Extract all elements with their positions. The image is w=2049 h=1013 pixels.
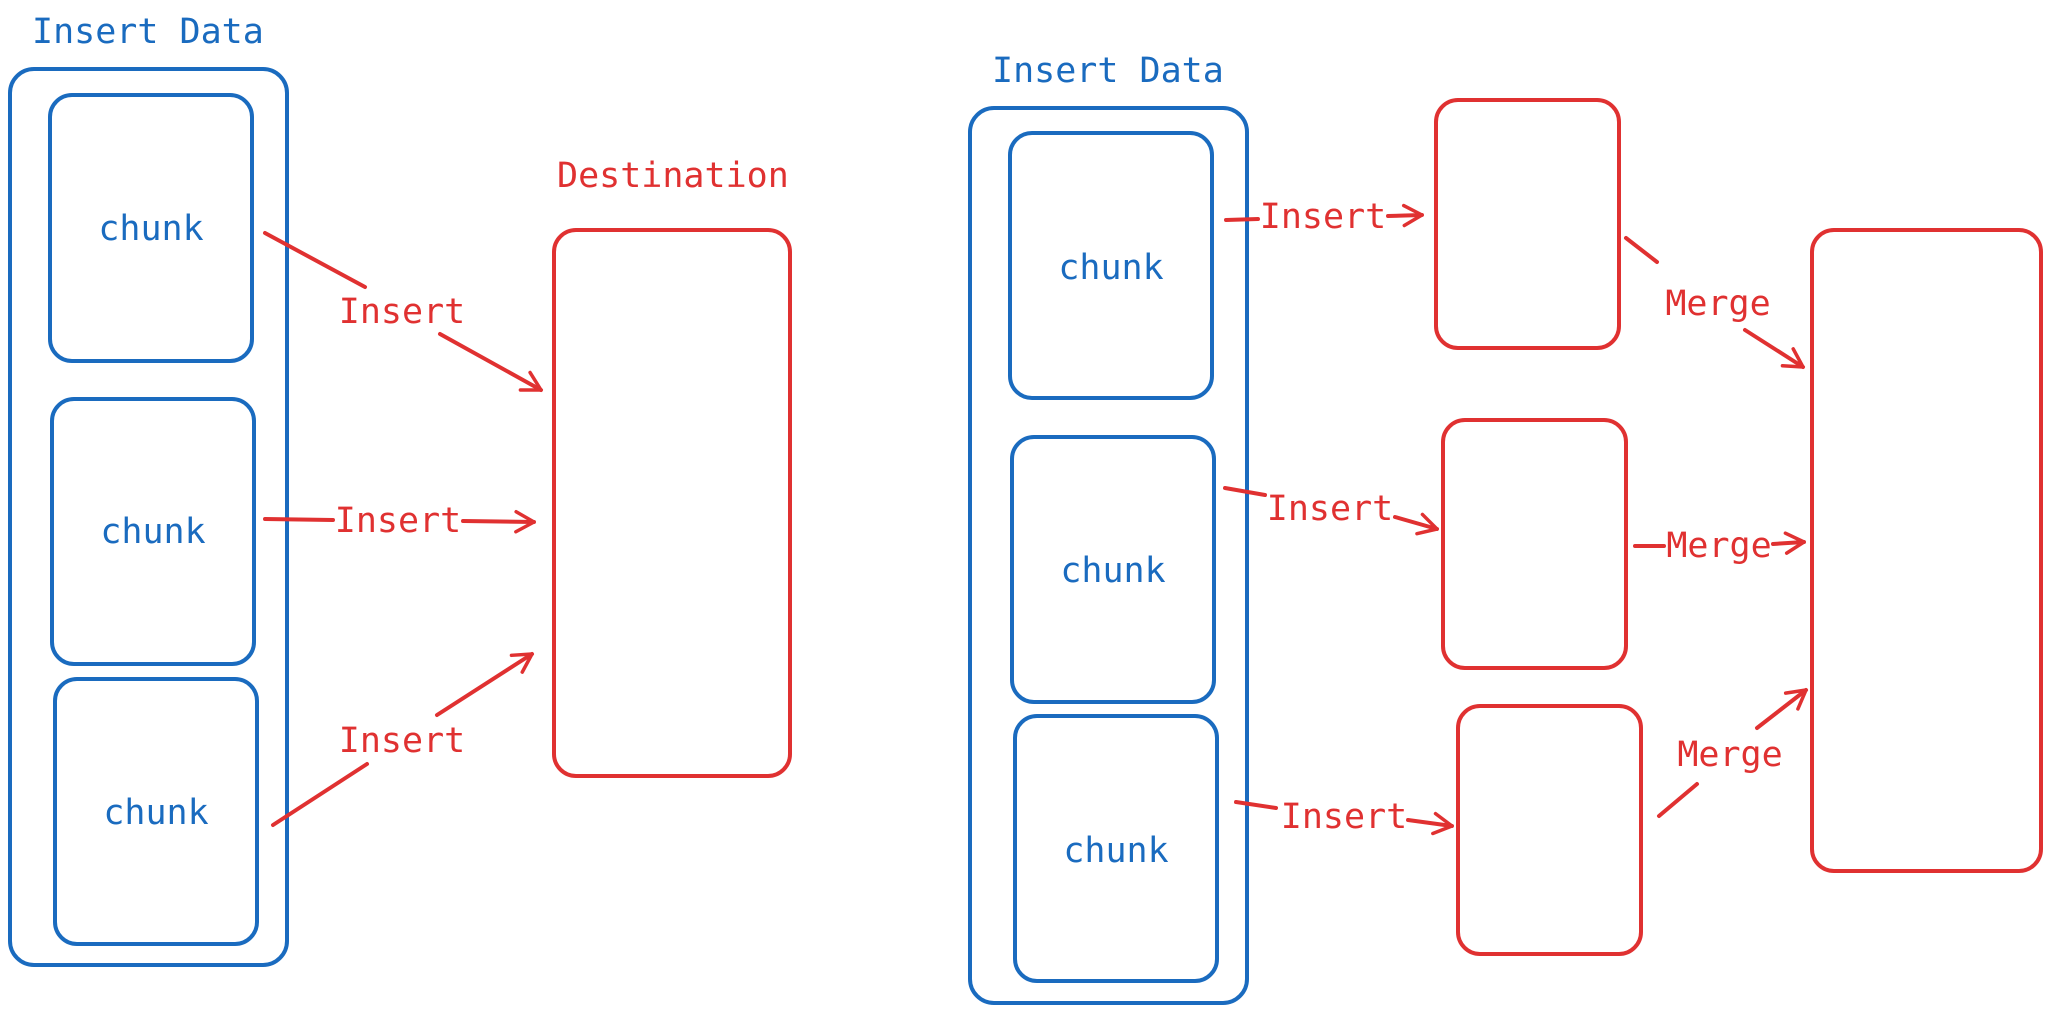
right-chunk-3-box xyxy=(1013,714,1219,983)
left-diagram: Insert Data chunk chunk chunk Destinatio… xyxy=(8,12,792,967)
merge-arrow-1-head xyxy=(1743,328,1805,369)
right-insert-data-container xyxy=(968,106,1249,1005)
merge-arrow-3-tail xyxy=(1657,782,1699,818)
right-insert-arrow-2-head xyxy=(1393,512,1439,536)
left-insert-arrow-1-tail xyxy=(263,231,367,289)
left-insert-arrow-2-head xyxy=(461,509,536,534)
merge-arrow-3-label: Merge xyxy=(1677,735,1782,775)
part-box-1 xyxy=(1434,98,1621,350)
left-chunk-1-box xyxy=(48,93,254,363)
left-chunk-3-box xyxy=(53,677,259,946)
left-chunk-1: chunk xyxy=(48,93,254,363)
left-chunk-1-label: chunk xyxy=(98,209,203,249)
right-insert-arrow-2: Insert xyxy=(1223,486,1439,536)
left-insert-arrow-2-label: Insert xyxy=(335,501,461,541)
destination-box xyxy=(552,228,792,778)
merged-destination-box xyxy=(1810,228,2043,873)
right-insert-arrow-1-label: Insert xyxy=(1260,197,1386,237)
right-chunk-3: chunk xyxy=(1013,714,1219,983)
left-insert-arrow-3-head xyxy=(435,652,534,717)
merge-arrow-1-label: Merge xyxy=(1665,284,1770,324)
right-chunk-3-label: chunk xyxy=(1063,831,1168,871)
left-insert-arrow-1: Insert xyxy=(263,231,543,392)
left-insert-arrow-2-tail xyxy=(263,517,335,522)
merge-arrow-2: Merge xyxy=(1633,526,1806,566)
merge-arrow-3-head xyxy=(1755,688,1808,730)
left-insert-arrow-3-tail xyxy=(271,762,369,827)
right-insert-arrow-2-tail xyxy=(1223,486,1267,497)
right-insert-arrow-1-tail xyxy=(1224,217,1260,222)
merge-arrow-3: Merge xyxy=(1657,688,1808,818)
right-insert-arrow-3-tail xyxy=(1234,800,1278,810)
right-insert-arrow-3-label: Insert xyxy=(1281,797,1407,837)
right-chunk-1-label: chunk xyxy=(1058,248,1163,288)
left-insert-arrow-3: Insert xyxy=(271,652,534,827)
left-insert-arrow-2: Insert xyxy=(263,501,536,541)
left-insert-arrow-3-label: Insert xyxy=(339,721,465,761)
left-chunk-3: chunk xyxy=(53,677,259,946)
merge-arrow-2-label: Merge xyxy=(1666,526,1771,566)
merge-arrow-1: Merge xyxy=(1624,236,1805,369)
left-insert-data-title: Insert Data xyxy=(32,12,264,52)
right-insert-data-title: Insert Data xyxy=(992,51,1224,91)
right-chunk-2: chunk xyxy=(1010,435,1216,704)
part-box-2 xyxy=(1441,418,1628,670)
right-chunk-2-box xyxy=(1010,435,1216,704)
left-insert-data-container xyxy=(8,67,289,967)
left-insert-arrow-1-head xyxy=(438,332,543,392)
right-insert-arrow-3: Insert xyxy=(1234,797,1454,837)
right-chunk-1: chunk xyxy=(1008,131,1214,400)
right-insert-arrow-1-head xyxy=(1386,203,1424,228)
left-insert-arrow-1-label: Insert xyxy=(339,292,465,332)
merge-arrow-1-tail xyxy=(1624,236,1659,264)
right-insert-arrow-2-label: Insert xyxy=(1267,489,1393,529)
merge-arrow-2-head xyxy=(1771,531,1806,555)
part-box-3 xyxy=(1456,704,1643,956)
destination-title: Destination xyxy=(557,156,789,196)
left-chunk-2-label: chunk xyxy=(100,512,205,552)
right-diagram: Insert Data chunk chunk chunk Insert xyxy=(968,51,2043,1005)
left-chunk-3-label: chunk xyxy=(103,793,208,833)
left-chunk-2: chunk xyxy=(50,397,256,666)
right-chunk-1-box xyxy=(1008,131,1214,400)
left-chunk-2-box xyxy=(50,397,256,666)
right-insert-arrow-1: Insert xyxy=(1224,197,1424,237)
right-chunk-2-label: chunk xyxy=(1060,551,1165,591)
right-insert-arrow-3-head xyxy=(1406,811,1454,836)
